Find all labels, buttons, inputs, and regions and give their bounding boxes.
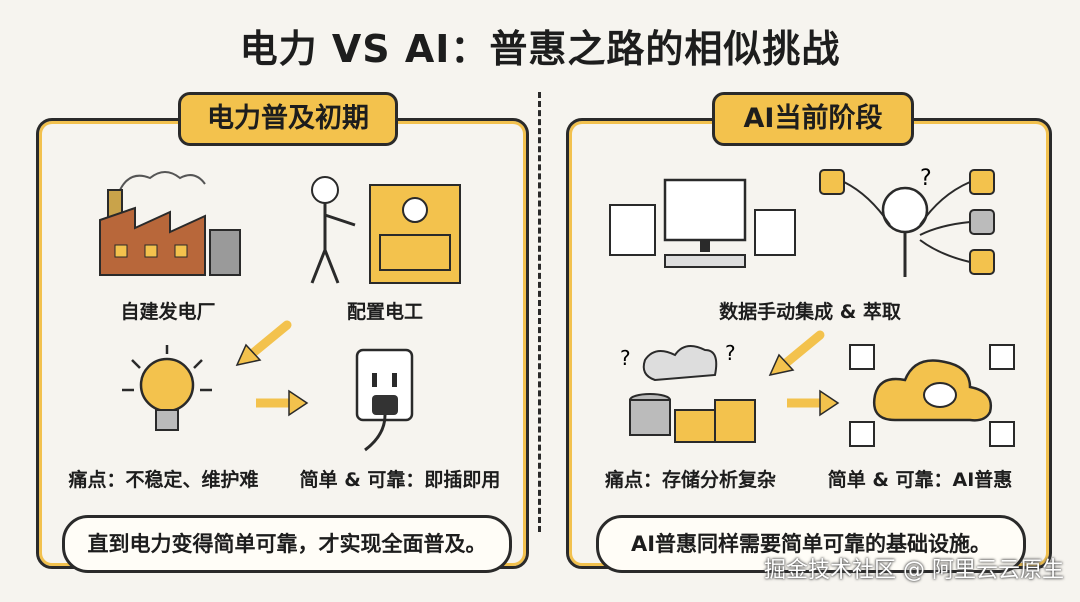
storage-folders-icon: ? ?	[620, 341, 756, 443]
left-summary: 直到电力变得简单可靠，才实现全面普及。	[62, 515, 512, 573]
self-built-plant-label: 自建发电厂	[120, 301, 216, 323]
right-arrow-icon-2	[787, 389, 840, 417]
factory-icon	[99, 171, 241, 276]
diagonal-arrow-icon	[235, 320, 292, 367]
center-divider	[538, 92, 541, 532]
left-simple-reliable-label: 简单 & 可靠：即插即用	[299, 469, 501, 491]
right-simple-reliable-label: 简单 & 可靠：AI普惠	[827, 469, 1013, 491]
svg-text:?: ?	[920, 166, 932, 191]
confused-person-icon: ?	[819, 166, 995, 277]
page-title: 电力 VS AI：普惠之路的相似挑战	[239, 27, 841, 71]
right-arrow-icon	[256, 389, 309, 417]
right-pain-point-label: 痛点：存储分析复杂	[604, 469, 776, 491]
left-pain-point-label: 痛点：不稳定、维护难	[68, 469, 259, 491]
computer-papers-icon	[609, 178, 796, 268]
left-section-tag: 电力普及初期	[178, 92, 398, 146]
right-summary: AI普惠同样需要简单可靠的基础设施。	[596, 515, 1026, 573]
lightbulb-icon	[122, 345, 212, 431]
manual-integration-label: 数据手动集成 & 萃取	[719, 301, 901, 323]
svg-text:?: ?	[620, 346, 631, 370]
right-section-tag: AI当前阶段	[712, 92, 914, 146]
plug-socket-icon	[355, 348, 414, 452]
svg-text:?: ?	[725, 341, 736, 365]
ai-cloud-icon	[849, 344, 1015, 447]
watermark: 掘金技术社区 @ 阿里云云原生	[764, 558, 1064, 583]
diagonal-arrow-icon-2	[768, 330, 825, 377]
electrician-icon	[310, 176, 461, 284]
electrician-label: 配置电工	[346, 301, 423, 323]
